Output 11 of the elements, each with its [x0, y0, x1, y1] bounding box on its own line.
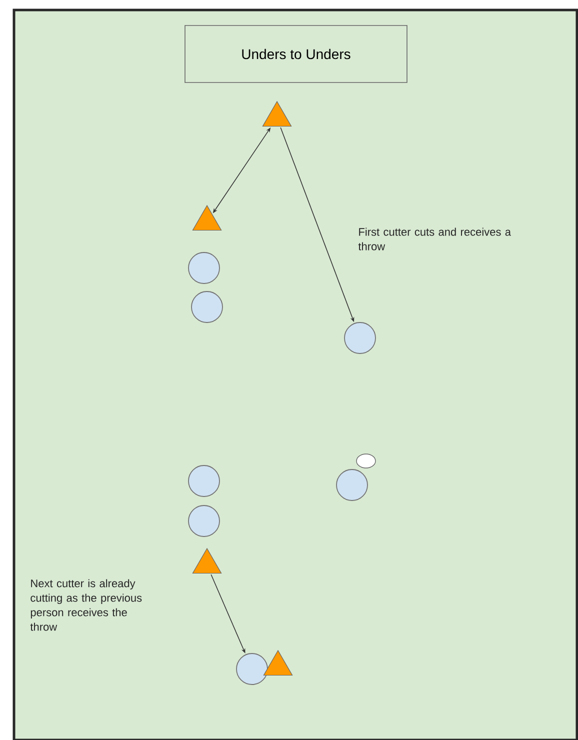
disc — [356, 454, 376, 468]
player-circle — [188, 252, 220, 284]
player-circle — [191, 291, 223, 323]
player-circle — [344, 322, 376, 354]
title-box: Unders to Unders — [184, 25, 408, 83]
note-text: Next cutter is already cutting as the previous person receives the throw — [30, 579, 142, 631]
player-circle — [236, 653, 268, 685]
player-circle — [188, 505, 220, 537]
player-circle — [188, 465, 220, 497]
player-circle — [336, 469, 368, 501]
note-text: First cutter cuts and receives a throw — [358, 228, 511, 250]
